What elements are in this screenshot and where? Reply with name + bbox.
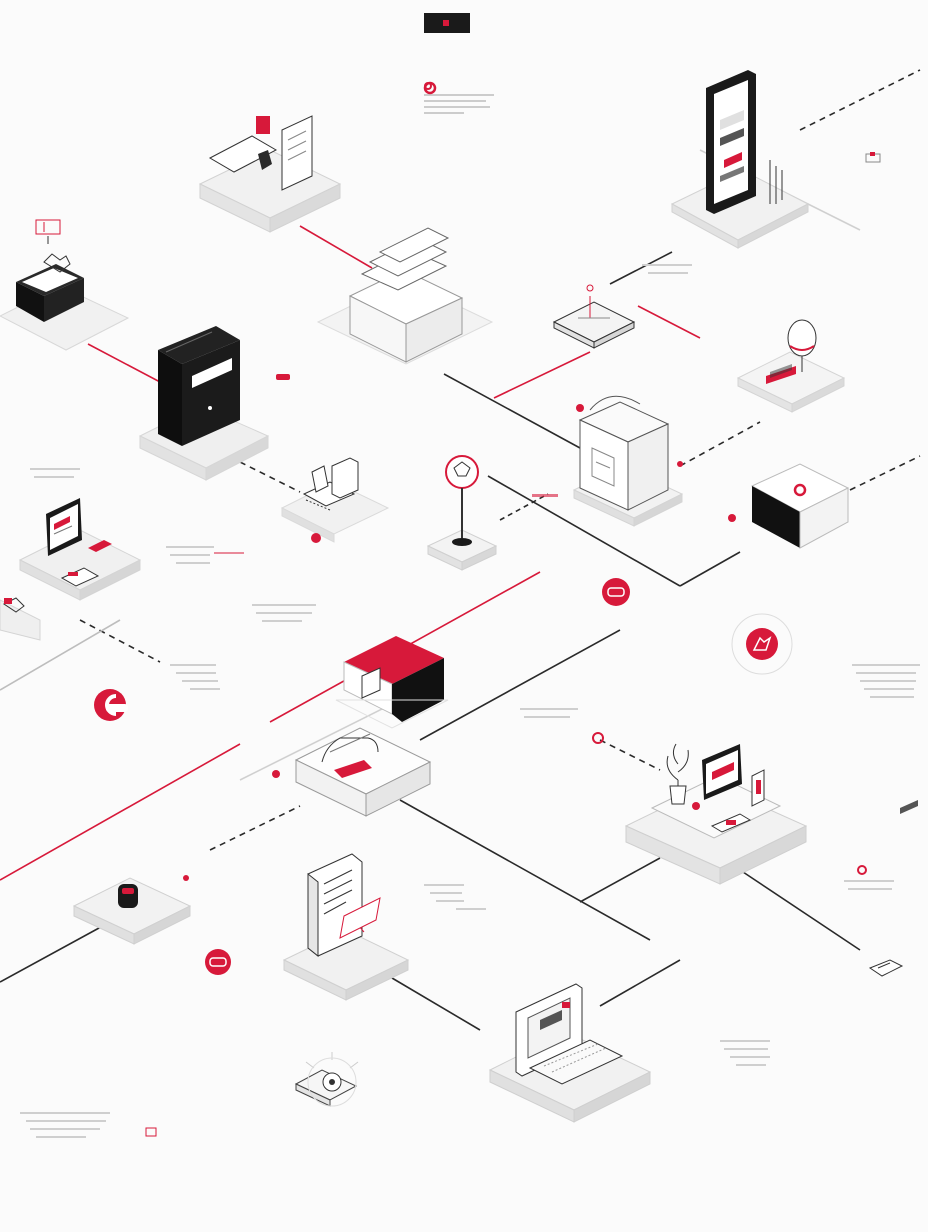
badge-small-icon: [423, 81, 437, 95]
workstation-monitor-icon: [624, 743, 808, 885]
red-dot-icon: [728, 514, 736, 522]
beacon-pin-icon: [426, 455, 498, 571]
link-dashed: [499, 493, 549, 521]
document-printer-icon: [198, 115, 342, 233]
logo-mark-icon: [443, 20, 449, 26]
link-dashed: [239, 461, 301, 493]
link-dark: [487, 475, 681, 587]
server-cabinet-icon: [138, 326, 270, 481]
link-dark: [419, 629, 621, 741]
link-dark: [609, 251, 673, 285]
header: [424, 13, 484, 37]
red-dot-icon: [311, 533, 321, 543]
link-red: [0, 743, 241, 881]
printer-shelf-icon: [294, 727, 432, 817]
red-tag-icon: [145, 1127, 157, 1137]
red-tag-icon: [276, 374, 290, 380]
document-holder-icon: [282, 853, 410, 1001]
tray-device-icon: [552, 284, 636, 349]
badge-icon: [746, 628, 778, 660]
red-dot-icon: [677, 461, 683, 467]
link-dashed: [79, 619, 161, 663]
mouse-device-icon: [72, 877, 192, 945]
legend-description: [424, 94, 514, 114]
brand-logo: [424, 13, 470, 33]
link-dashed: [209, 805, 301, 851]
link-dark: [391, 977, 481, 1031]
lab-flask-icon: [736, 319, 846, 413]
link-dark: [739, 869, 861, 951]
red-dot-icon: [576, 404, 584, 412]
mini-device-icon: [900, 800, 918, 814]
router-disc-icon: [294, 1052, 359, 1107]
red-dot-icon: [183, 875, 189, 881]
link-faint: [0, 619, 121, 691]
badge-icon: [602, 578, 630, 606]
link-dashed: [849, 455, 921, 491]
link-red: [493, 351, 591, 399]
red-dot-icon: [592, 732, 604, 744]
badge-icon: [94, 689, 128, 721]
link-dashed: [799, 69, 921, 131]
badge-icon: [205, 949, 231, 975]
file-stack-icon: [316, 227, 494, 365]
halo-icon: [307, 613, 793, 1107]
laptop-icon: [488, 983, 652, 1123]
red-dot-icon: [272, 770, 280, 778]
link-dashed: [599, 739, 661, 771]
link-red: [637, 305, 701, 339]
link-dark: [443, 373, 581, 449]
link-dark: [399, 799, 651, 941]
link-red: [87, 343, 161, 383]
annotation-lines: [20, 264, 920, 1138]
red-dot-icon: [857, 865, 867, 875]
link-dark: [579, 857, 661, 903]
tall-kiosk-screen-icon: [670, 70, 810, 249]
mini-device-icon: [865, 152, 881, 163]
link-red: [299, 225, 373, 269]
link-dashed: [679, 421, 761, 467]
red-storage-box-icon: [335, 636, 449, 729]
link-dark: [599, 959, 681, 1007]
link-dark: [679, 551, 741, 587]
desk-device-icon: [280, 457, 390, 543]
scanner-box-icon: [572, 395, 684, 527]
link-dark: [0, 921, 111, 983]
badges: [94, 81, 867, 1137]
chip-icon: [868, 959, 904, 977]
mailbox-terminal-icon: [0, 219, 130, 351]
dark-storage-box-icon: [750, 463, 850, 549]
tablet-kiosk-icon: [0, 498, 142, 641]
